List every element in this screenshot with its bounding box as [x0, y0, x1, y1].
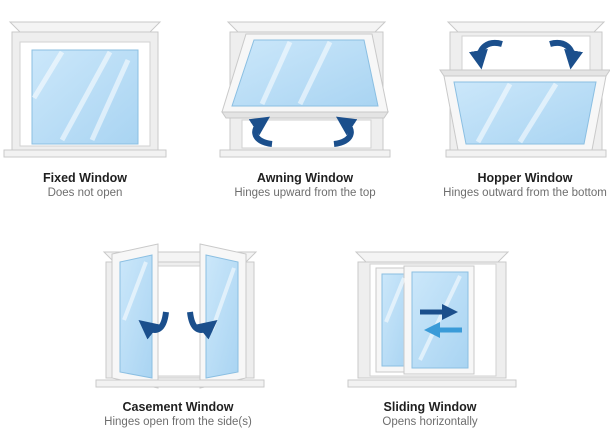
curved-arrow-icon [549, 40, 584, 70]
hopper-window-title: Hopper Window [477, 171, 573, 185]
sliding-window-title: Sliding Window [383, 400, 477, 414]
sliding-window-caption: Sliding Window Opens horizontally [382, 400, 477, 429]
fixed-window-caption: Fixed Window Does not open [43, 171, 127, 200]
curved-arrow-icon [468, 40, 503, 70]
hopper-window [439, 21, 610, 158]
fixed-window-subtitle: Does not open [47, 187, 123, 199]
hopper-window-subtitle: Hinges outward from the bottom [443, 187, 607, 199]
fixed-window-title: Fixed Window [43, 171, 127, 185]
awning-window-title: Awning Window [256, 171, 354, 185]
awning-window-subtitle: Hinges upward from the top [234, 187, 376, 199]
curved-arrow-icon [138, 311, 169, 340]
curved-arrow-icon [187, 311, 218, 340]
curved-arrow-icon [333, 116, 358, 147]
curved-arrow-icon [248, 116, 273, 147]
fixed-window [3, 21, 167, 158]
awning-window-caption: Awning Window Hinges upward from the top [234, 171, 375, 200]
casement-window-title: Casement Window [122, 400, 234, 414]
sliding-window [347, 251, 517, 388]
casement-window-subtitle: Hinges open from the side(s) [104, 416, 252, 428]
casement-window [95, 243, 265, 389]
hopper-window-caption: Hopper Window Hinges outward from the bo… [443, 171, 607, 200]
sliding-window-subtitle: Opens horizontally [382, 416, 478, 428]
casement-window-caption: Casement Window Hinges open from the sid… [104, 400, 252, 429]
awning-window [219, 21, 391, 158]
